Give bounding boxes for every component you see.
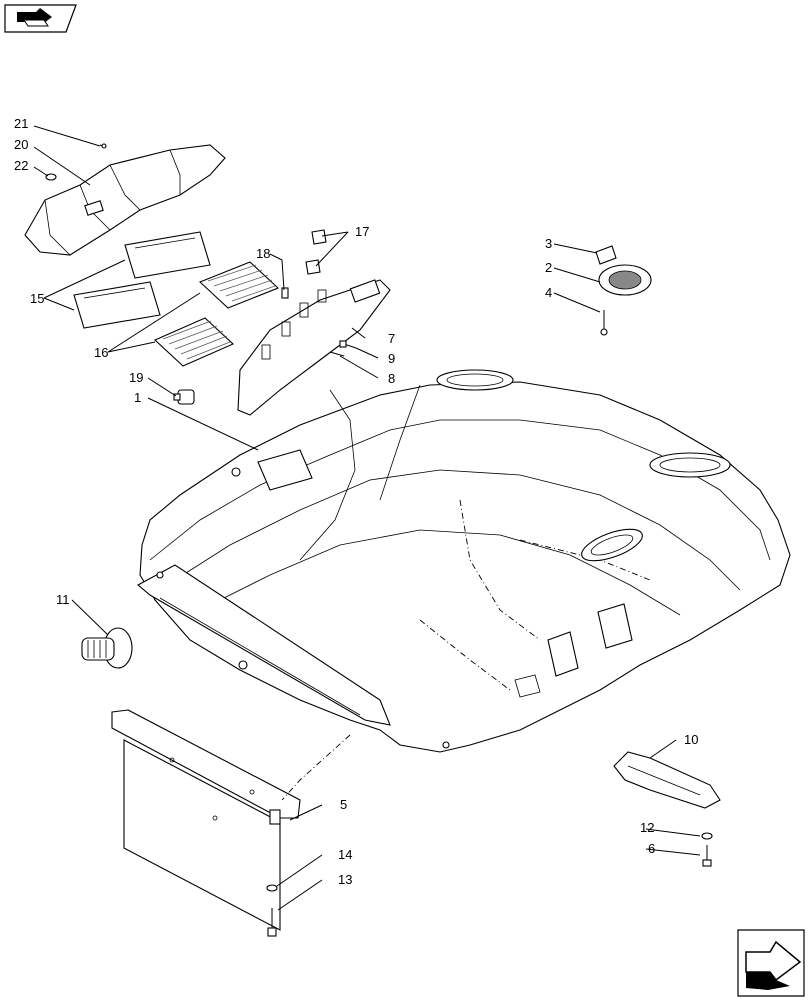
callout-1: 1	[134, 390, 141, 405]
speaker-grille-part-2	[598, 264, 652, 296]
callout-13: 13	[338, 872, 352, 887]
callout-3: 3	[545, 236, 552, 251]
washer-part-14	[266, 884, 278, 892]
callout-15: 15	[30, 291, 44, 306]
callout-9: 9	[388, 351, 395, 366]
book-arrow-icon[interactable]	[4, 4, 77, 33]
screw-part-9	[339, 340, 357, 349]
callout-20: 20	[14, 137, 28, 152]
bracket-plate-part-5	[111, 709, 301, 931]
bracket-part-3	[595, 245, 617, 265]
callout-labels: 21 20 22 15 16 17 18 7 9 8 19 1 3 2 4 11…	[14, 116, 698, 887]
callout-21: 21	[14, 116, 28, 131]
callout-11: 11	[56, 592, 70, 607]
vent-box-part-15	[73, 231, 211, 329]
handle-part-10	[613, 751, 721, 809]
clip-part-22	[45, 173, 57, 181]
callout-17: 17	[355, 224, 369, 239]
clip-part-17	[305, 229, 327, 275]
callout-6: 6	[648, 841, 655, 856]
dashed-alignment-line	[281, 734, 351, 801]
screw-part-4	[600, 310, 608, 336]
next-page-arrow-icon[interactable]	[737, 929, 805, 997]
callout-19: 19	[129, 370, 143, 385]
headliner-part-1	[137, 369, 791, 753]
screw-part-13	[267, 908, 277, 937]
knob-part-11	[81, 627, 133, 669]
washer-part-12	[701, 832, 713, 840]
callout-4: 4	[545, 285, 552, 300]
plug-part-19	[173, 389, 195, 405]
callout-7: 7	[388, 331, 395, 346]
leader-lines	[33, 125, 701, 911]
callout-8: 8	[388, 371, 395, 386]
trim-panel-part-7	[237, 279, 391, 416]
callout-22: 22	[14, 158, 28, 173]
screw-part-8	[329, 351, 345, 357]
callout-12: 12	[640, 820, 654, 835]
callout-16: 16	[94, 345, 108, 360]
callout-14: 14	[338, 847, 352, 862]
screw-part-6	[702, 845, 712, 867]
fastener-part-18	[281, 287, 289, 299]
screw-part-21	[99, 143, 107, 149]
callout-2: 2	[545, 260, 552, 275]
callout-10: 10	[684, 732, 698, 747]
callout-5: 5	[340, 797, 347, 812]
callout-18: 18	[256, 246, 270, 261]
grille-part-16	[154, 261, 280, 367]
